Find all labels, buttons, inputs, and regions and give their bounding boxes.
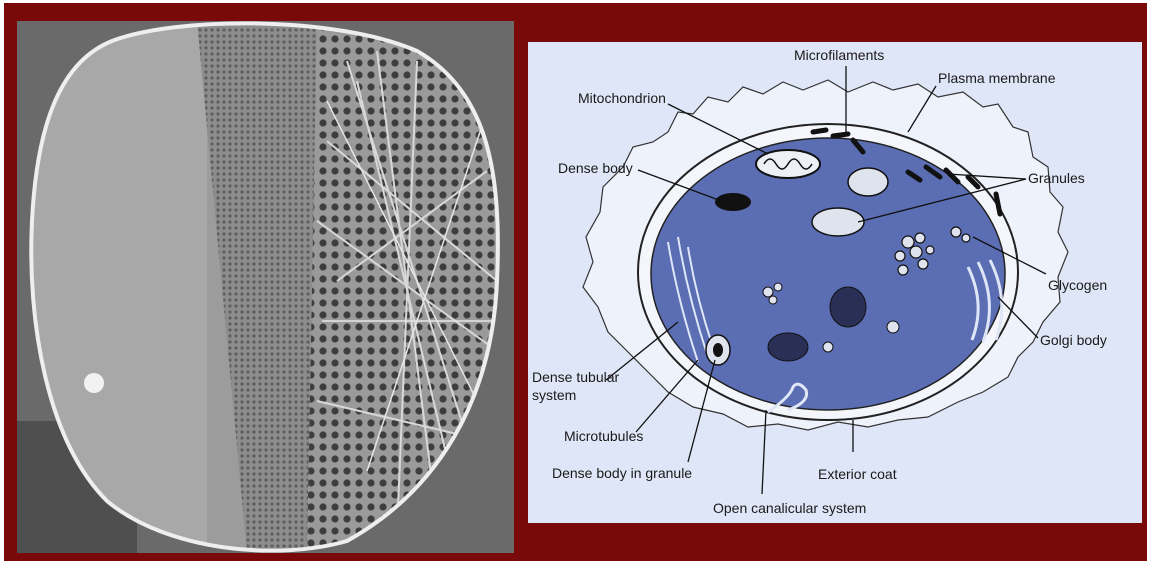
platelet-diagram: Microfilaments Plasma membrane Mitochond…	[528, 42, 1142, 523]
label-glycogen: Glycogen	[1048, 277, 1107, 293]
label-dense-tubular-system-line1: Dense tubular	[532, 369, 619, 385]
label-exterior-coat: Exterior coat	[818, 466, 897, 482]
label-dense-body-in-granule: Dense body in granule	[552, 465, 692, 481]
label-microfilaments: Microfilaments	[794, 47, 884, 63]
label-dense-body: Dense body	[558, 160, 633, 176]
label-golgi-body: Golgi body	[1040, 332, 1107, 348]
label-dense-tubular-system-line2: system	[532, 387, 576, 403]
granule	[848, 168, 888, 196]
electron-micrograph	[17, 21, 514, 553]
micrograph-image	[17, 21, 514, 553]
granule	[812, 208, 864, 236]
label-microtubules: Microtubules	[564, 428, 643, 444]
micrograph-granule	[84, 373, 104, 393]
label-open-canalicular-system: Open canalicular system	[713, 500, 866, 516]
label-mitochondrion: Mitochondrion	[578, 90, 666, 106]
dense-body	[715, 193, 751, 211]
label-granules: Granules	[1028, 170, 1085, 186]
label-plasma-membrane: Plasma membrane	[938, 70, 1056, 86]
